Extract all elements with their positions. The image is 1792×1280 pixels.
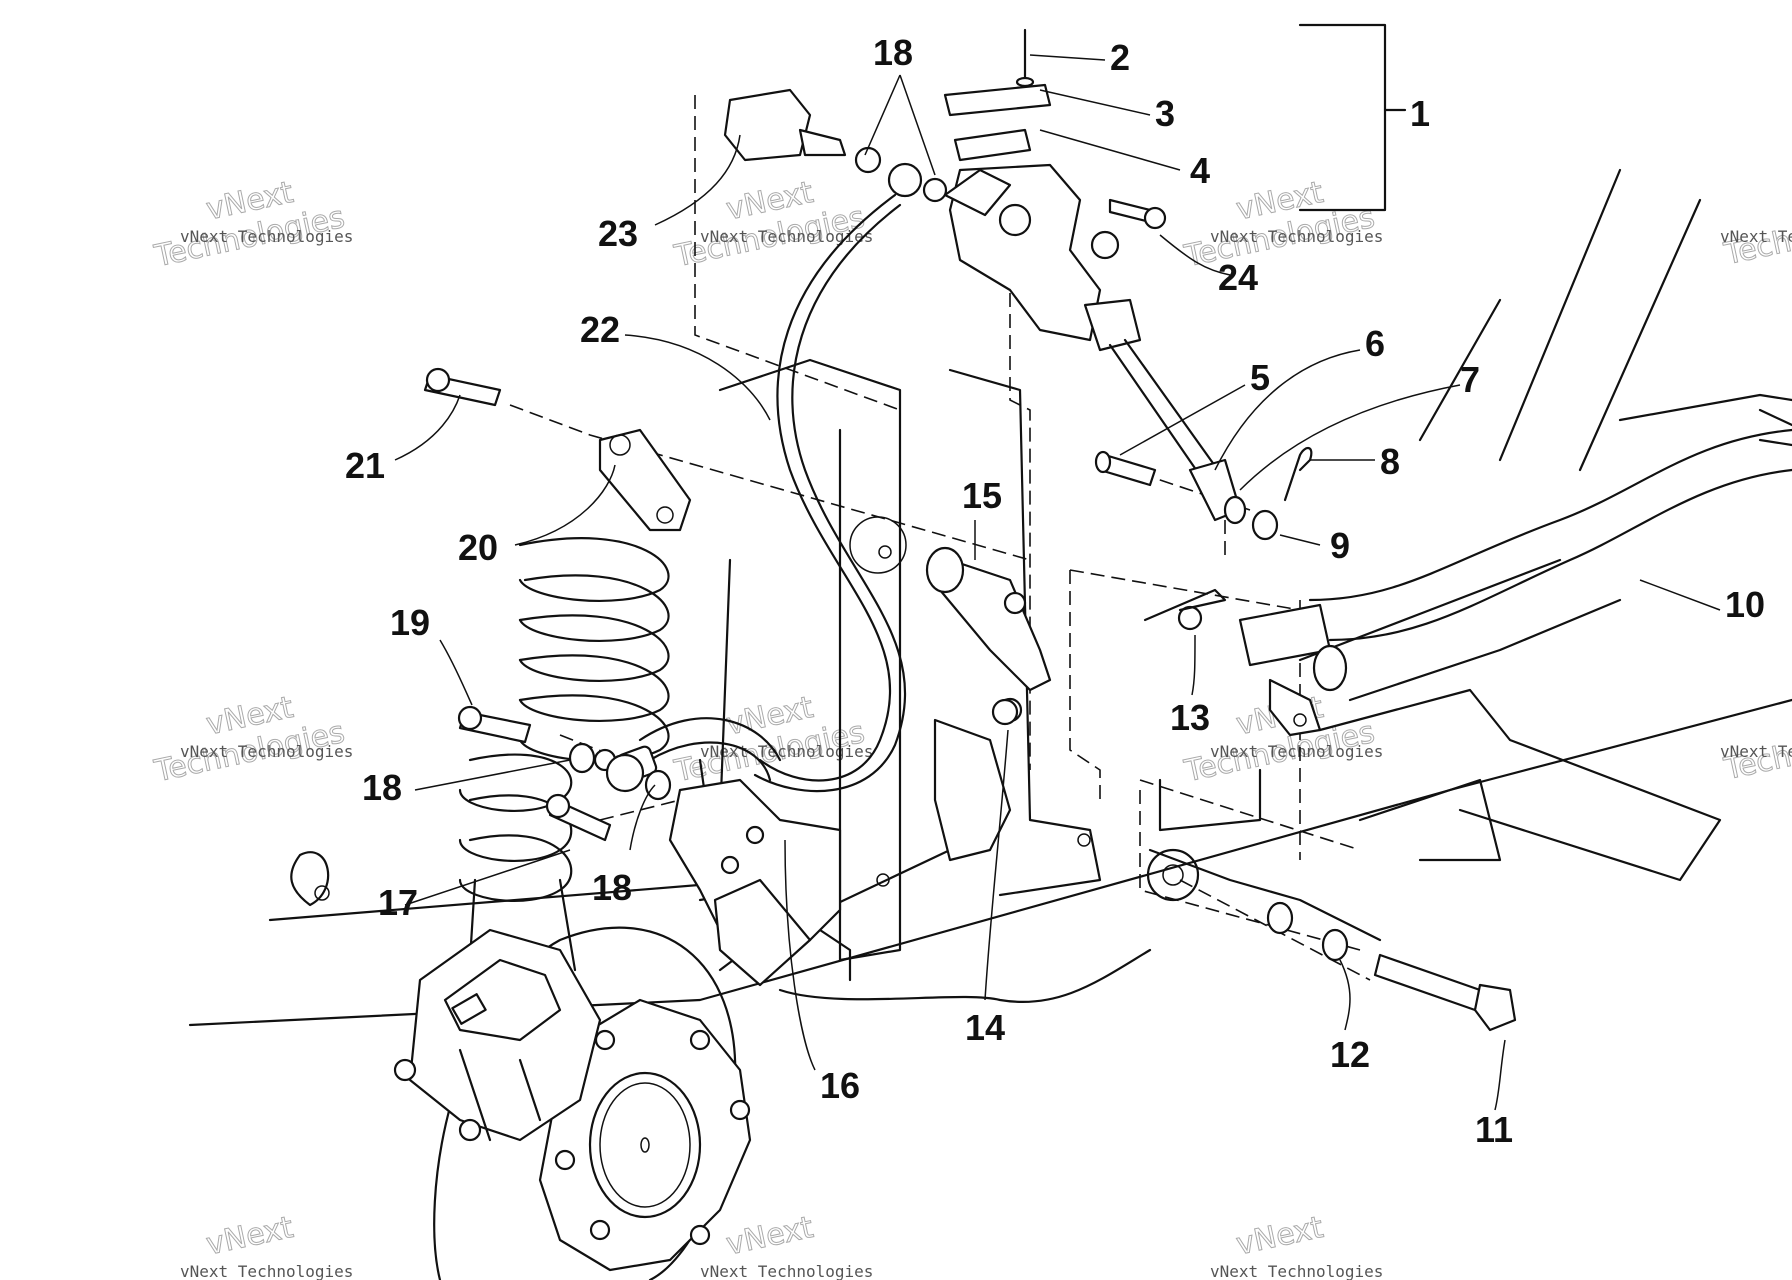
callout-8: 8 (1380, 441, 1400, 482)
callout-9: 9 (1330, 525, 1350, 566)
callout-1: 1 (1410, 93, 1430, 134)
watermark: vNext Technologies vNext Technologies (670, 689, 873, 789)
callout-11: 11 (1475, 1109, 1513, 1150)
svg-text:vNext Technologies: vNext Technologies (700, 742, 873, 761)
svg-text:vNext Technologies: vNext Technologies (180, 1262, 353, 1280)
callout-18-left: 18 (362, 767, 402, 808)
callout-10: 10 (1725, 584, 1765, 625)
callout-15: 15 (962, 475, 1002, 516)
watermark: Technologies vNext Technologies (1720, 197, 1792, 273)
watermark: vNext vNext Technologies (1210, 1209, 1383, 1280)
watermark: vNext Technologies vNext Technologies (150, 689, 353, 789)
small-parts (423, 88, 1517, 1032)
callout-22: 22 (580, 309, 620, 350)
callout-18-upper: 18 (873, 32, 913, 73)
callout-19: 19 (390, 602, 430, 643)
callout-2: 2 (1110, 37, 1130, 78)
watermark: vNext vNext Technologies (180, 1209, 353, 1280)
leader-lines (394, 54, 1721, 1111)
callout-7: 7 (1460, 359, 1480, 400)
callout-17: 17 (378, 882, 418, 923)
callout-16: 16 (820, 1065, 860, 1106)
callout-18-lower: 18 (592, 867, 632, 908)
svg-text:vNext Technologies: vNext Technologies (180, 742, 353, 761)
callout-3: 3 (1155, 93, 1175, 134)
brake-caliper (393, 928, 602, 1142)
callout-14: 14 (965, 1007, 1005, 1048)
callout-6: 6 (1365, 323, 1385, 364)
callout-21: 21 (345, 445, 385, 486)
svg-text:vNext: vNext (203, 1210, 296, 1263)
callout-12: 12 (1330, 1034, 1370, 1075)
svg-text:vNext Technologies: vNext Technologies (1210, 227, 1383, 246)
brake-disc-hub (433, 926, 752, 1280)
callout-24: 24 (1218, 257, 1258, 298)
svg-text:vNext Technologies: vNext Technologies (1210, 742, 1383, 761)
callout-5: 5 (1250, 357, 1270, 398)
svg-text:vNext Technologies: vNext Technologies (700, 1262, 873, 1280)
svg-text:vNext Technologies: vNext Technologies (1720, 742, 1792, 761)
watermark: vNext Technologies vNext Technologies (150, 174, 353, 274)
callout-23: 23 (598, 213, 638, 254)
group-bracket (1298, 23, 1407, 212)
svg-text:vNext Technologies: vNext Technologies (180, 227, 353, 246)
brake-hoses (638, 162, 923, 793)
callouts: 1 2 3 4 5 6 7 8 9 10 11 12 13 14 15 16 1… (345, 32, 1765, 1150)
callout-20: 20 (458, 527, 498, 568)
master-cylinder (943, 28, 1247, 525)
svg-text:vNext: vNext (1233, 1210, 1326, 1263)
svg-text:vNext Technologies: vNext Technologies (1720, 227, 1792, 246)
svg-text:vNext Technologies: vNext Technologies (700, 227, 873, 246)
svg-text:vNext: vNext (723, 1210, 816, 1263)
callout-13: 13 (1170, 697, 1210, 738)
callout-4: 4 (1190, 150, 1210, 191)
svg-text:vNext Technologies: vNext Technologies (1210, 1262, 1383, 1280)
watermarks: vNext Technologies vNext Technologies vN… (150, 174, 1792, 1280)
